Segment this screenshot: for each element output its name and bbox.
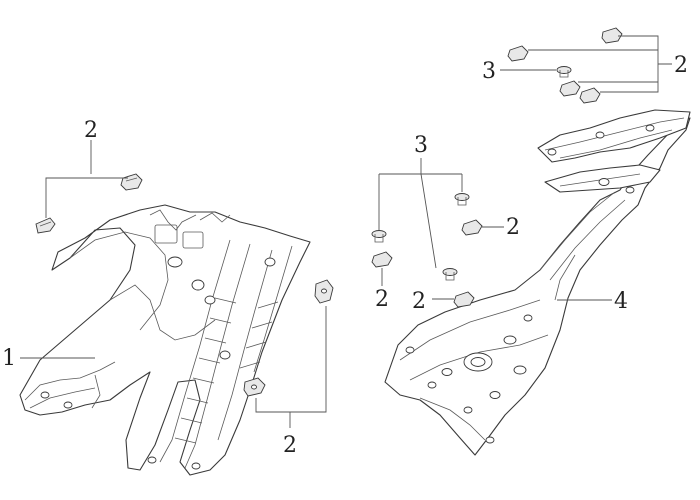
right-frame-part bbox=[384, 109, 691, 456]
right-top-screw bbox=[556, 66, 572, 78]
right-top-clips bbox=[507, 27, 623, 104]
leader-left-bottom bbox=[255, 306, 327, 428]
callout-left-top-clips: 2 bbox=[84, 118, 98, 143]
left-frame-part bbox=[19, 204, 311, 476]
callout-right-top-clips: 2 bbox=[674, 53, 688, 78]
left-bottom-clips bbox=[243, 279, 334, 397]
callout-right-screws: 3 bbox=[414, 133, 428, 158]
callout-right-top-screw: 3 bbox=[482, 59, 496, 84]
right-clips-middle bbox=[371, 219, 483, 308]
callout-right-part: 4 bbox=[614, 289, 628, 314]
callout-left-part: 1 bbox=[2, 346, 16, 371]
right-screws bbox=[371, 193, 470, 281]
callout-right-clip-b: 2 bbox=[375, 287, 389, 312]
callout-right-clip-a: 2 bbox=[506, 215, 520, 240]
leader-right-top bbox=[500, 35, 672, 93]
callout-left-bottom-clips: 2 bbox=[283, 433, 297, 458]
callout-right-clip-c: 2 bbox=[412, 289, 426, 314]
leader-right-clips bbox=[381, 226, 504, 300]
leader-left-top bbox=[45, 140, 128, 218]
leader-right-screws bbox=[378, 158, 463, 269]
